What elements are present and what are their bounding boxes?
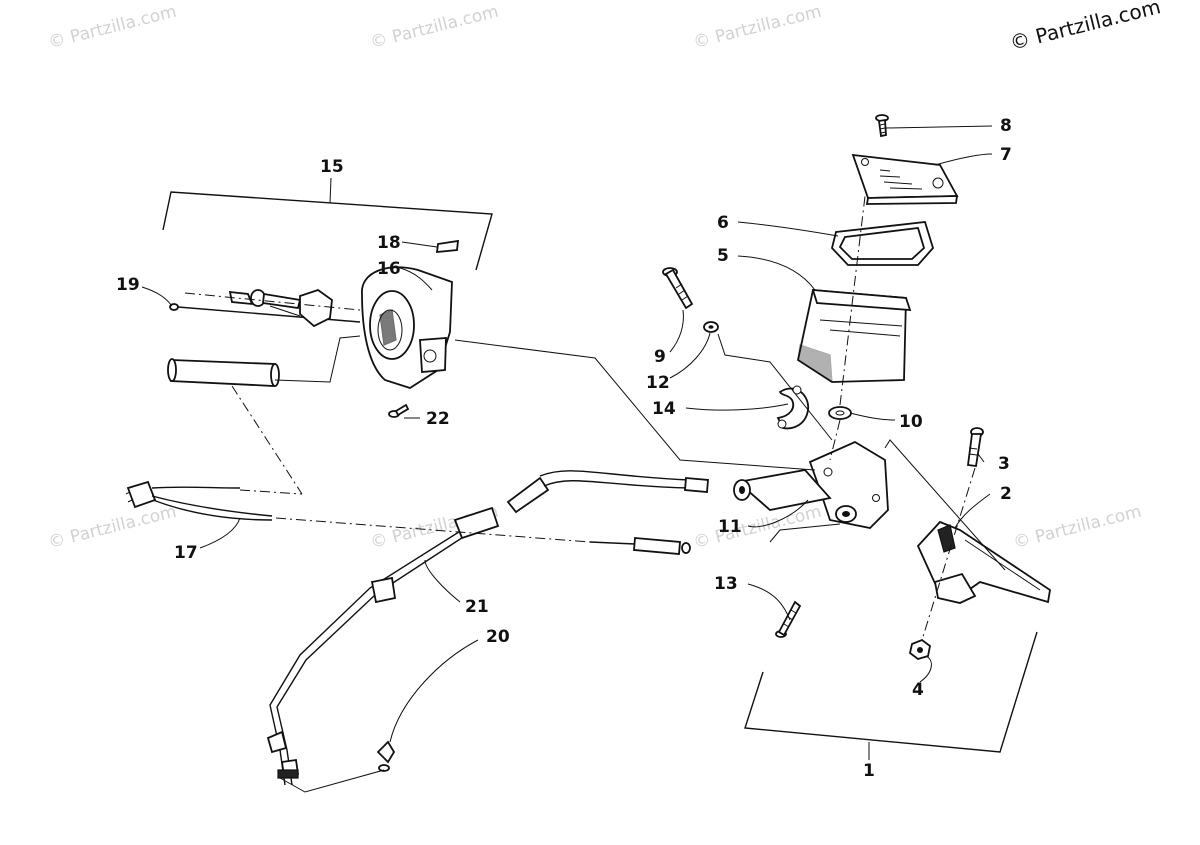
clamp-part-14 — [776, 385, 809, 430]
callout-6: 6 — [717, 213, 729, 233]
washer-part-12 — [703, 321, 719, 333]
watermark-faint: © Partzilla.com — [46, 502, 178, 553]
bolt-part-9 — [662, 267, 694, 310]
watermarks: © Partzilla.com © Partzilla.com © Partzi… — [46, 0, 1163, 553]
callout-labels: 8 7 6 5 9 12 14 10 3 2 11 13 4 1 15 18 1… — [116, 116, 1012, 781]
master-cylinder-part-11 — [733, 440, 889, 529]
watermark-faint: © Partzilla.com — [691, 2, 823, 53]
brake-cable — [506, 470, 709, 514]
screw-part-22 — [388, 403, 410, 418]
callout-11: 11 — [718, 517, 742, 537]
bracket-assembly-1 — [744, 631, 1038, 760]
gasket-part-6 — [831, 221, 935, 266]
callout-2: 2 — [1000, 484, 1012, 504]
decal-part-18 — [435, 239, 460, 254]
callout-1: 1 — [863, 761, 875, 781]
callout-16: 16 — [377, 259, 401, 279]
washer-part-10 — [828, 406, 852, 420]
brake-switch-plug — [589, 537, 691, 555]
pivot-bolt-part-3 — [966, 427, 984, 468]
center-lines — [184, 187, 976, 641]
callout-4: 4 — [912, 680, 924, 700]
callout-10: 10 — [899, 412, 923, 432]
callout-12: 12 — [646, 373, 670, 393]
callout-13: 13 — [714, 574, 738, 594]
bracket-assembly-15 — [162, 177, 493, 271]
callout-18: 18 — [377, 233, 401, 253]
cover-plate-part-7 — [851, 153, 959, 205]
callout-15: 15 — [320, 157, 344, 177]
watermark-faint: © Partzilla.com — [46, 2, 178, 53]
callout-3: 3 — [998, 454, 1010, 474]
watermark-main: © Partzilla.com — [1007, 0, 1163, 55]
nut-part-4 — [908, 638, 931, 660]
callout-21: 21 — [465, 597, 489, 617]
reservoir-part-5 — [796, 288, 912, 384]
lever-part-2 — [916, 520, 1051, 604]
callout-7: 7 — [1000, 145, 1012, 165]
callout-5: 5 — [717, 246, 729, 266]
throttle-cable-part-21 — [266, 506, 500, 786]
switch-components-part-19 — [169, 289, 361, 328]
screw-part-8 — [875, 114, 889, 138]
callout-20: 20 — [486, 627, 510, 647]
callout-17: 17 — [174, 543, 198, 563]
callout-19: 19 — [116, 275, 140, 295]
callout-9: 9 — [654, 347, 666, 367]
callout-22: 22 — [426, 409, 450, 429]
watermark-faint: © Partzilla.com — [1011, 502, 1143, 553]
switch-housing-part-16 — [361, 266, 453, 389]
connector-lines — [274, 333, 1006, 793]
wiring-connector-part-17 — [125, 480, 273, 521]
callout-8: 8 — [1000, 116, 1012, 136]
watermark-faint: © Partzilla.com — [368, 2, 500, 53]
leader-lines — [141, 125, 993, 743]
screw-part-13 — [775, 600, 802, 638]
callout-14: 14 — [652, 399, 676, 419]
handlebar-grip — [167, 358, 280, 387]
clip-part-20 — [376, 740, 396, 772]
